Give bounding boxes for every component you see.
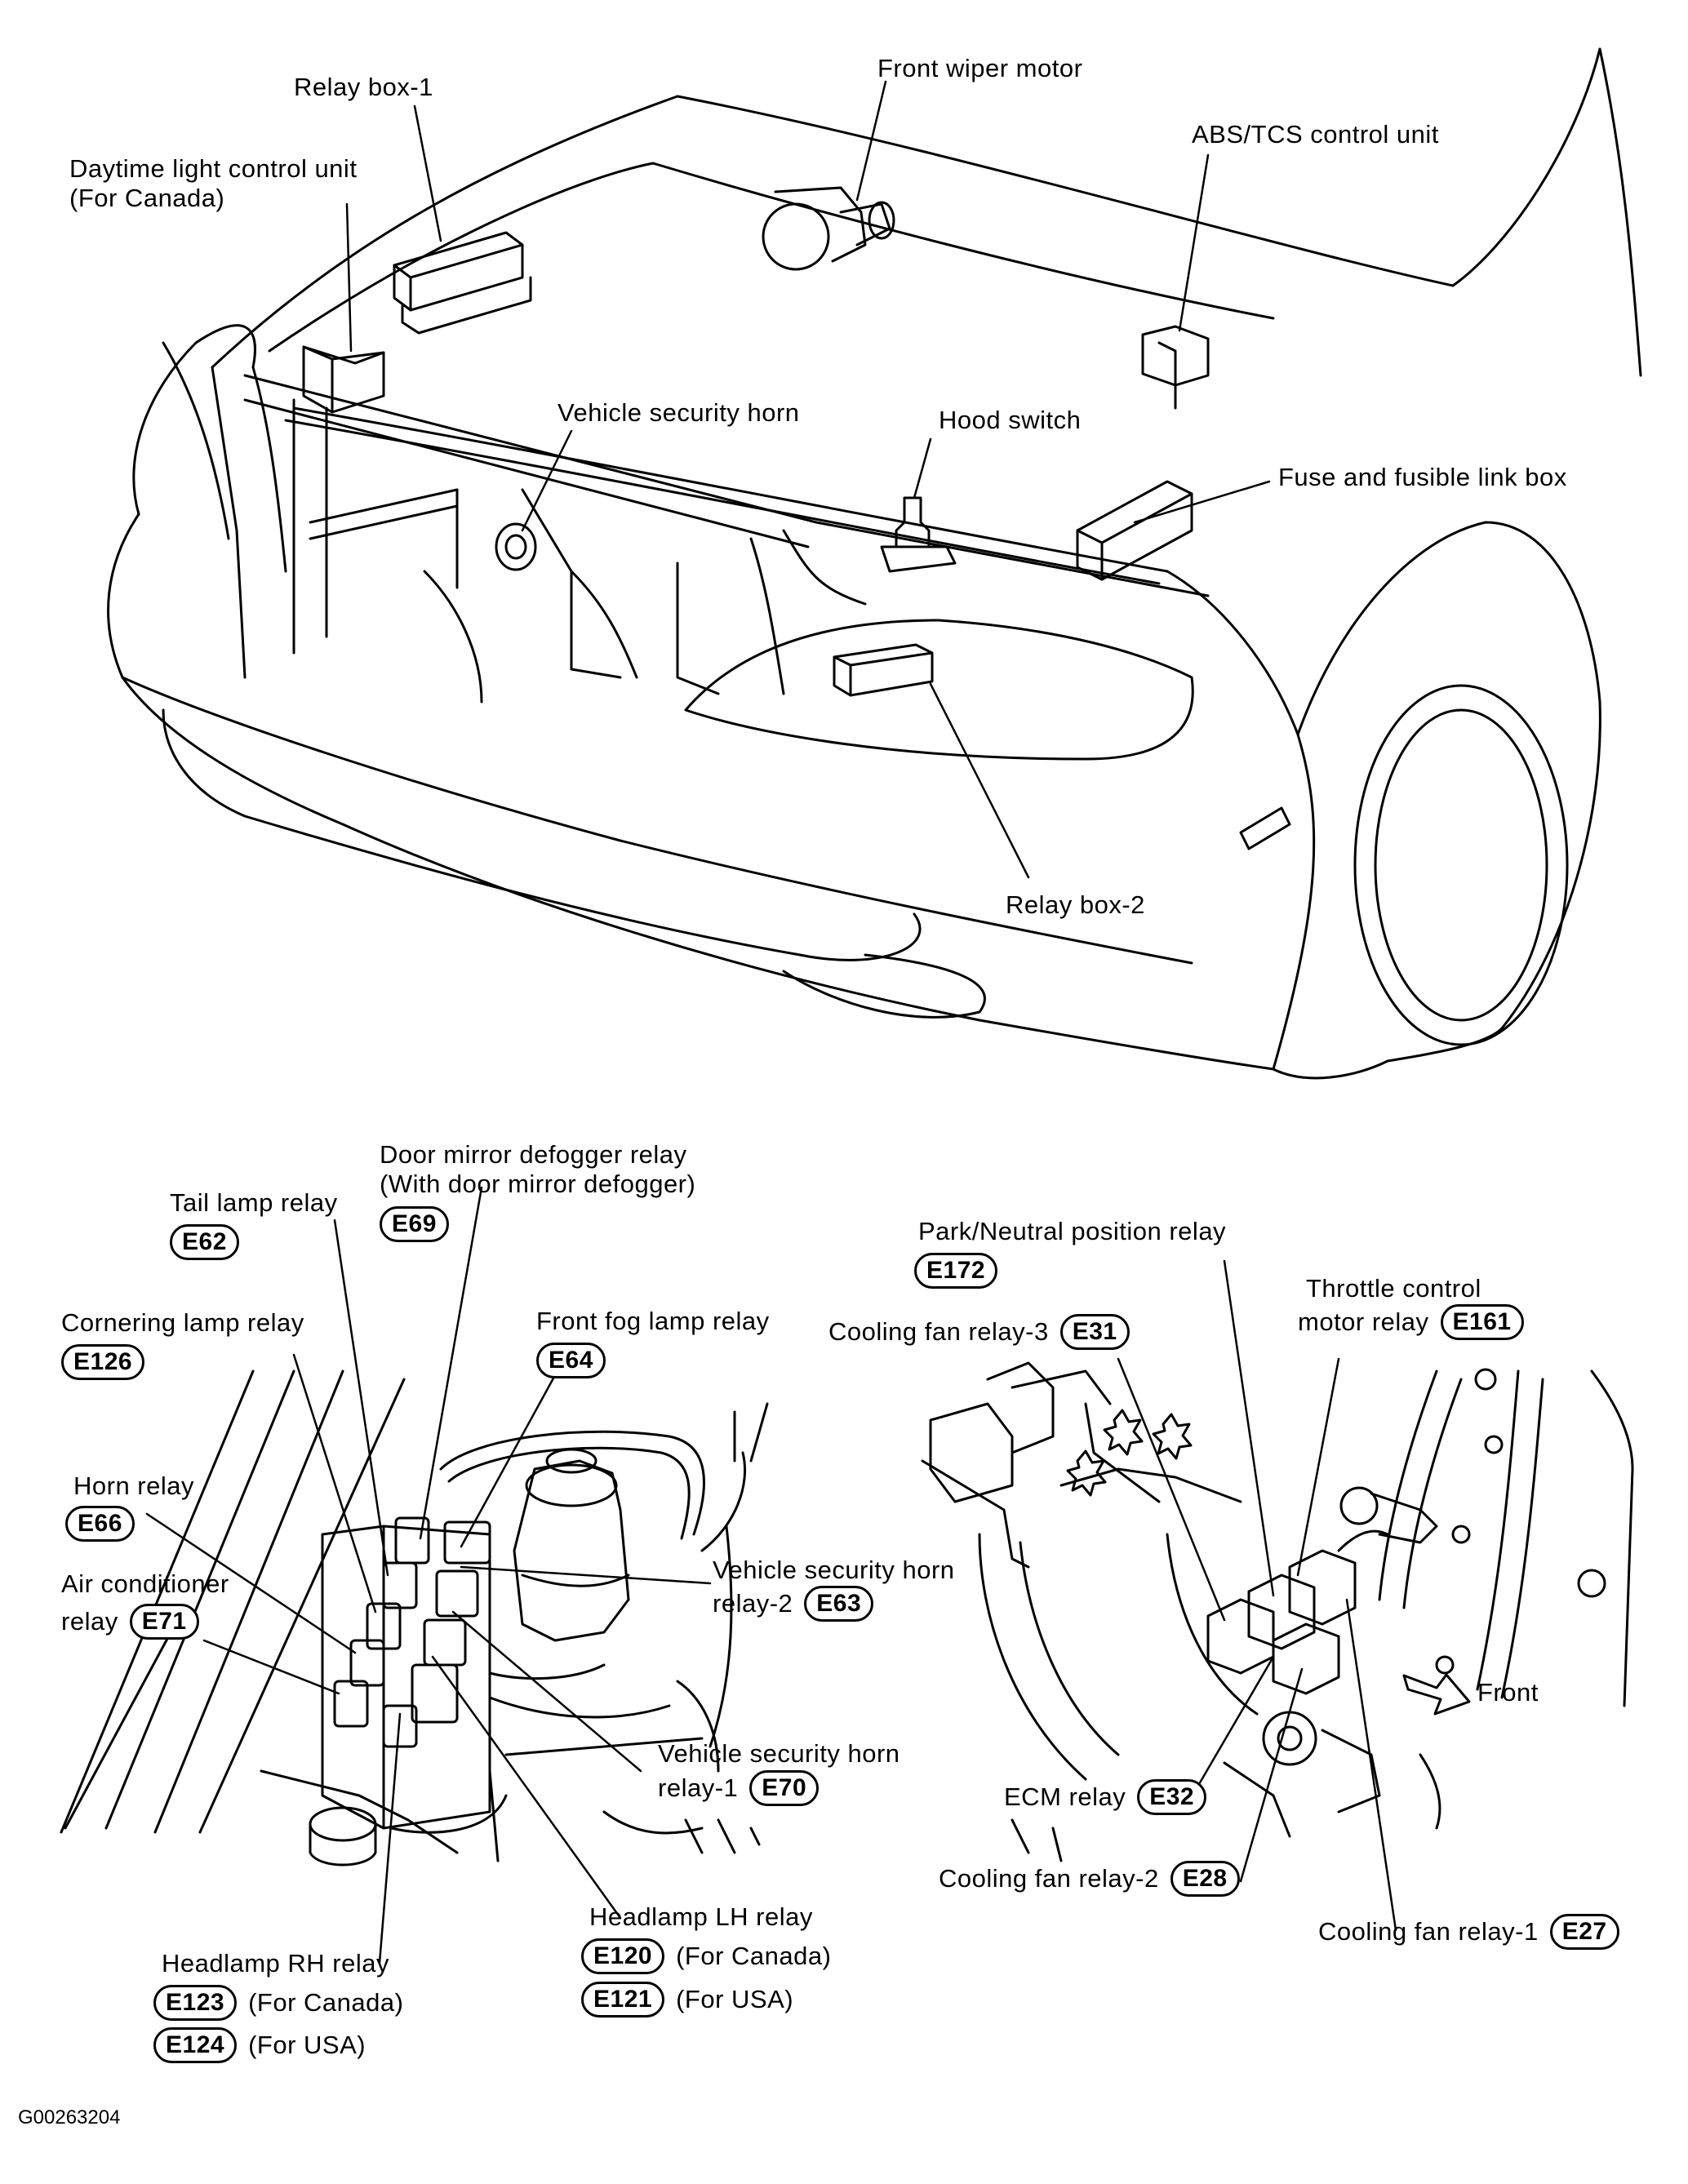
front-fog-code-row: E64 <box>536 1343 606 1378</box>
connector-badge-e123: E123 <box>153 1985 238 2021</box>
label-vehicle-security-horn-relay-2: Vehicle security horn <box>713 1556 955 1584</box>
relay-box-1-shape <box>393 231 532 335</box>
right-detail-art <box>921 1361 1634 1862</box>
label-park-neutral-position-relay: Park/Neutral position relay <box>918 1217 1227 1245</box>
left-leader-lines <box>145 1186 712 1964</box>
label-tail-lamp-relay: Tail lamp relay <box>170 1188 338 1217</box>
cooling-fan-relay-3-row: Cooling fan relay-3 E31 <box>828 1314 1130 1350</box>
figure-code: G00263204 <box>18 2106 121 2129</box>
air-conditioner-relay-row: relay E71 <box>61 1604 199 1640</box>
car-body <box>107 47 1642 1080</box>
label-door-mirror-defogger-relay: Door mirror defogger relay <box>380 1140 687 1169</box>
connector-badge-e121: E121 <box>581 1982 665 2018</box>
connector-badge-e126: E126 <box>61 1344 145 1380</box>
connector-badge-e64: E64 <box>536 1343 606 1378</box>
wiper-motor-shape <box>762 186 895 271</box>
relay-box-2-shape <box>833 643 934 697</box>
label-horn-relay: Horn relay <box>73 1472 194 1500</box>
label-fuse-fusible-link-box: Fuse and fusible link box <box>1278 463 1567 491</box>
connector-badge-e32: E32 <box>1137 1779 1207 1815</box>
hood-switch-shape <box>880 496 957 573</box>
connector-badge-e172: E172 <box>914 1253 998 1289</box>
label-for-usa: (For USA) <box>248 2031 366 2059</box>
connector-badge-e69: E69 <box>380 1206 449 1242</box>
label-for-canada: (For Canada) <box>248 1988 404 2017</box>
label-abs-tcs-control-unit: ABS/TCS control unit <box>1192 120 1439 149</box>
label-for-usa: (For USA) <box>676 1985 794 2013</box>
throttle-motor-relay-row: motor relay E161 <box>1298 1304 1524 1340</box>
connector-badge-e71: E71 <box>129 1604 199 1640</box>
label-front-wiper-motor: Front wiper motor <box>877 54 1083 82</box>
tail-lamp-code-row: E62 <box>170 1224 239 1260</box>
label-throttle-control: Throttle control <box>1306 1274 1481 1303</box>
label-ecm-relay: ECM relay <box>1004 1782 1126 1811</box>
cornering-code-row: E126 <box>61 1344 145 1380</box>
label-air-conditioner-relay: relay <box>61 1607 118 1636</box>
label-for-canada: (For Canada) <box>676 1942 832 1970</box>
top-leader-lines <box>345 80 1271 879</box>
headlamp-lh-usa-row: E121 (For USA) <box>581 1982 793 2018</box>
headlamp-lh-canada-row: E120 (For Canada) <box>581 1938 831 1974</box>
connector-badge-e70: E70 <box>749 1770 820 1806</box>
connector-badge-e28: E28 <box>1170 1861 1240 1897</box>
vsh-relay-2-row: relay-2 E63 <box>713 1586 874 1622</box>
label-vsh-relay-2: relay-2 <box>713 1589 793 1618</box>
label-door-mirror-defogger-note: (With door mirror defogger) <box>380 1170 696 1198</box>
label-hood-switch: Hood switch <box>939 406 1082 434</box>
connector-badge-e31: E31 <box>1059 1314 1130 1350</box>
connector-badge-e161: E161 <box>1440 1304 1524 1340</box>
label-front: Front <box>1477 1678 1539 1707</box>
label-relay-box-2: Relay box-2 <box>1006 890 1145 919</box>
cooling-fan-relay-2-row: Cooling fan relay-2 E28 <box>939 1861 1240 1897</box>
label-headlamp-rh-relay: Headlamp RH relay <box>162 1949 389 1978</box>
label-cooling-fan-relay-1: Cooling fan relay-1 <box>1318 1917 1539 1946</box>
label-throttle-motor-relay: motor relay <box>1298 1307 1429 1336</box>
connector-badge-e66: E66 <box>65 1506 135 1542</box>
horn-code-row: E66 <box>65 1506 135 1542</box>
abs-tcs-unit-shape <box>1141 325 1210 410</box>
label-vehicle-security-horn-relay-1: Vehicle security horn <box>658 1739 900 1768</box>
vsh-relay-1-row: relay-1 E70 <box>658 1770 820 1806</box>
connector-badge-e120: E120 <box>581 1938 665 1974</box>
label-cornering-lamp-relay: Cornering lamp relay <box>61 1308 304 1337</box>
label-headlamp-lh-relay: Headlamp LH relay <box>589 1902 813 1931</box>
front-arrow-icon <box>1402 1673 1471 1716</box>
label-relay-box-1: Relay box-1 <box>294 73 433 101</box>
label-front-fog-lamp-relay: Front fog lamp relay <box>536 1307 770 1335</box>
headlamp-rh-usa-row: E124 (For USA) <box>153 2027 366 2063</box>
label-daytime-light-unit: Daytime light control unit <box>69 154 358 183</box>
label-cooling-fan-relay-2: Cooling fan relay-2 <box>939 1864 1159 1893</box>
connector-badge-e124: E124 <box>153 2027 238 2063</box>
connector-badge-e62: E62 <box>170 1224 239 1260</box>
headlamp-rh-canada-row: E123 (For Canada) <box>153 1985 403 2021</box>
label-daytime-for-canada: (For Canada) <box>69 184 225 212</box>
door-mirror-code-row: E69 <box>380 1206 449 1242</box>
label-cooling-fan-relay-3: Cooling fan relay-3 <box>828 1317 1049 1346</box>
connector-badge-e27: E27 <box>1549 1914 1619 1950</box>
cooling-fan-relay-1-row: Cooling fan relay-1 E27 <box>1318 1914 1619 1950</box>
right-leader-lines <box>1117 1259 1397 1932</box>
ecm-relay-row: ECM relay E32 <box>1004 1779 1207 1815</box>
label-vsh-relay-1: relay-1 <box>658 1773 739 1802</box>
park-neutral-code-row: E172 <box>914 1253 998 1289</box>
label-vehicle-security-horn: Vehicle security horn <box>557 398 800 427</box>
connector-badge-e63: E63 <box>804 1586 874 1622</box>
label-air-conditioner: Air conditioner <box>61 1569 229 1598</box>
security-horn-shape <box>495 522 537 571</box>
daytime-light-unit-shape <box>302 345 385 414</box>
fuse-box-shape <box>1076 480 1193 581</box>
